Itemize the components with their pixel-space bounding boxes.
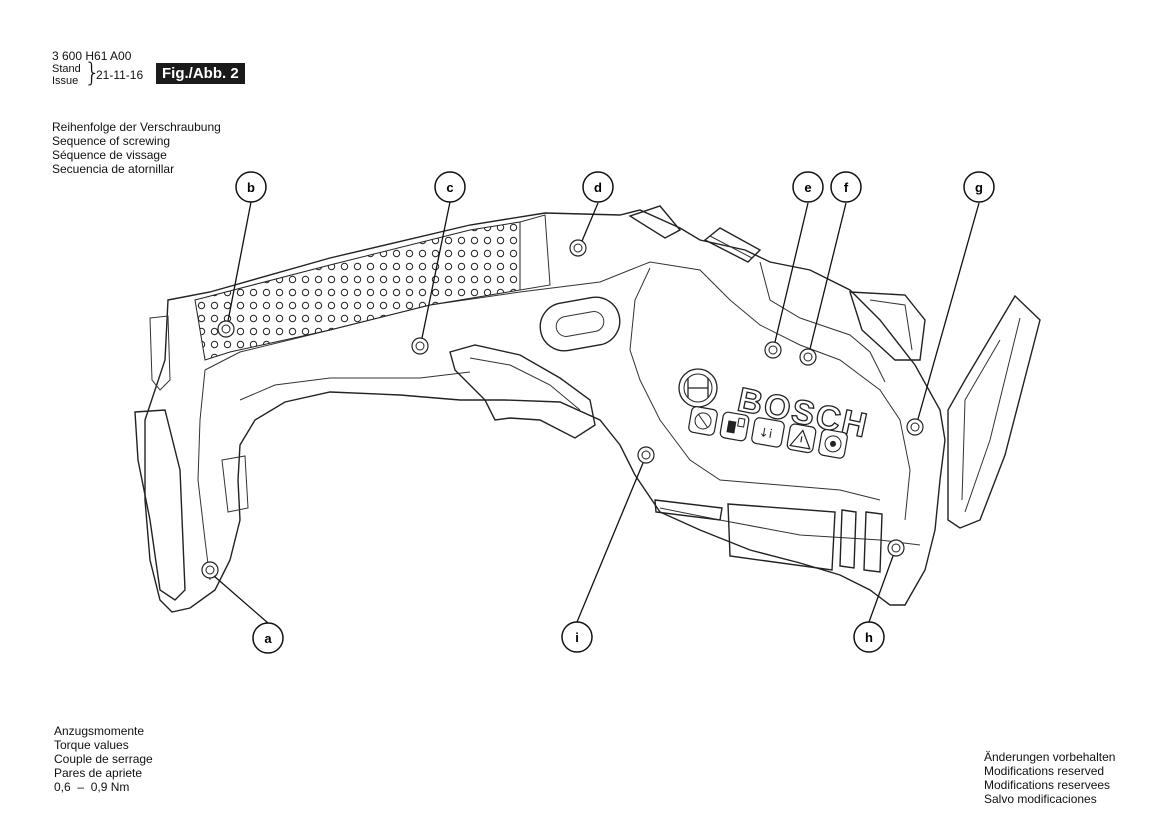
- bosch-logo: [678, 368, 718, 408]
- grip-pattern: [194, 214, 551, 361]
- callout-d-label: d: [594, 180, 602, 195]
- callout-g: g: [963, 171, 995, 203]
- callout-h-label: h: [865, 630, 873, 645]
- screwing-sequence-en: Sequence of screwing: [52, 134, 171, 148]
- callout-c: c: [434, 171, 466, 203]
- screw-g: [906, 418, 924, 436]
- torque-value: 0,6 – 0,9 Nm: [54, 780, 130, 794]
- screw-f: [799, 348, 817, 366]
- screw-e: [764, 341, 782, 359]
- modifications-en: Modifications reserved: [984, 764, 1105, 778]
- screw-a: [201, 561, 219, 579]
- callout-d: d: [582, 171, 614, 203]
- screwing-sequence-fr: Séquence de vissage: [52, 148, 167, 162]
- screw-c: [411, 337, 429, 355]
- callout-e: e: [792, 171, 824, 203]
- part-number: 3 600 H61 A00: [52, 49, 132, 63]
- callout-b: b: [235, 171, 267, 203]
- callout-e-label: e: [804, 180, 811, 195]
- torque-de: Anzugsmomente: [54, 724, 145, 738]
- lock-switch: [539, 296, 621, 352]
- screw-b: [217, 320, 235, 338]
- torque-block: Anzugsmomente Torque values Couple de se…: [54, 724, 153, 794]
- callout-a: a: [252, 622, 284, 654]
- vents: [654, 499, 883, 573]
- stand-label: Stand: [52, 63, 81, 75]
- screws: [201, 239, 924, 579]
- trigger: [449, 344, 596, 439]
- callout-f: f: [830, 171, 862, 203]
- modifications-fr: Modifications reservees: [984, 778, 1111, 792]
- front-shoe: [849, 291, 1041, 529]
- screwing-sequence-de: Reihenfolge der Verschraubung: [52, 120, 221, 134]
- warning-icons: ↓i: [688, 406, 848, 459]
- svg-text:↓i: ↓i: [758, 425, 774, 441]
- callout-h: h: [853, 621, 885, 653]
- torque-fr: Couple de serrage: [54, 752, 153, 766]
- blade-clamp: [628, 205, 762, 263]
- callout-b-label: b: [247, 180, 255, 195]
- torque-es: Pares de apriete: [54, 766, 143, 780]
- screwing-sequence-es: Secuencia de atornillar: [52, 162, 175, 176]
- figure-label: Fig./Abb. 2: [156, 63, 245, 84]
- screw-d: [569, 239, 587, 257]
- end-cap: [134, 315, 249, 601]
- screw-i: [637, 446, 655, 464]
- modifications-es: Salvo modificaciones: [984, 792, 1097, 806]
- modifications-de: Änderungen vorbehalten: [984, 750, 1116, 764]
- issue-label: Issue: [52, 75, 79, 87]
- modifications-block: Änderungen vorbehalten Modifications res…: [984, 750, 1115, 806]
- leader-lines: [213, 201, 980, 624]
- callout-a-label: a: [264, 631, 272, 646]
- torque-en: Torque values: [54, 738, 129, 752]
- brace-icon: }: [84, 58, 101, 88]
- screw-h: [887, 539, 905, 557]
- callout-i-label: i: [575, 630, 579, 645]
- issue-date: 21-11-16: [96, 68, 144, 82]
- callout-f-label: f: [844, 180, 849, 195]
- screwing-sequence-block: Reihenfolge der Verschraubung Sequence o…: [52, 120, 221, 176]
- callout-g-label: g: [975, 180, 983, 195]
- callout-i: i: [561, 621, 593, 653]
- callout-c-label: c: [446, 180, 453, 195]
